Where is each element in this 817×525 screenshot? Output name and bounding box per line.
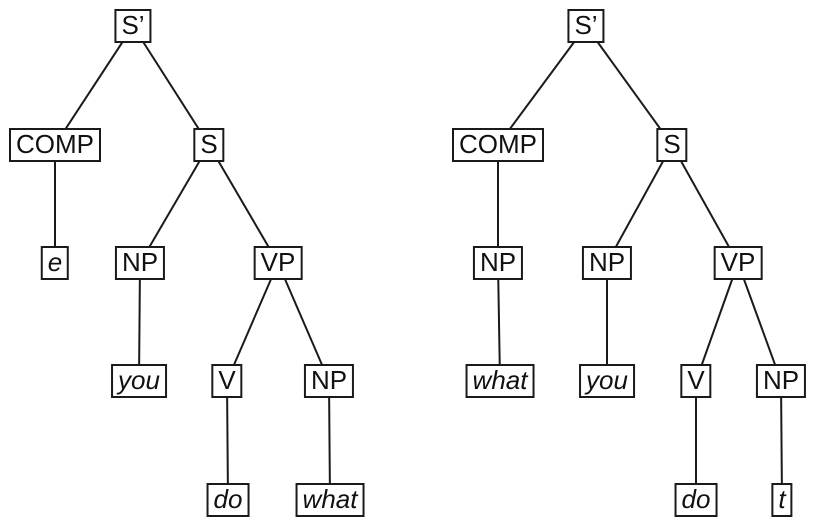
syntax-tree-right-edges [497,25,783,501]
syntax-tree-right-node-np2: NP [755,364,807,398]
syntax-tree-right-edge-s-np1 [606,144,673,264]
syntax-tree-right-node-np0: NP [472,246,524,280]
syntax-tree-right-edge-vp-v [695,262,739,382]
syntax-tree-right-node-t: t [771,483,793,517]
syntax-tree-left-edge-s-vp [208,144,279,264]
syntax-tree-left-node-e: e [40,246,70,280]
syntax-tree-left-node-you: you [111,364,167,398]
syntax-tree-left-edge-vp-np2 [277,262,330,382]
syntax-tree-right-edge-vp-np2 [737,262,782,382]
syntax-tree-left-node-s: S [193,128,225,162]
syntax-tree-left-node-what: what [295,483,365,517]
syntax-tree-right-edge-sbar-comp [497,25,587,146]
syntax-tree-left-edge-vp-v [226,262,279,382]
syntax-tree-left-edge-v-do [226,380,229,501]
syntax-tree-right-node-what: what [465,364,535,398]
syntax-tree-left-edge-np1-you [138,262,141,382]
syntax-tree-right-edge-sbar-s [585,25,673,146]
syntax-tree-right-node-you: you [579,364,635,398]
syntax-tree-right-node-sbar: S’ [567,9,605,43]
syntax-tree-right-node-np1: NP [581,246,633,280]
syntax-tree-left-node-np1: NP [114,246,166,280]
syntax-tree-right-edge-s-vp [671,144,739,264]
syntax-tree-left-edges [54,25,331,501]
syntax-tree-right-edge-np2-t [780,380,783,501]
syntax-tree-left-edge-s-np1 [139,144,210,264]
syntax-tree-left-edge-sbar-comp [54,25,134,146]
syntax-tree-left-node-do: do [206,483,250,517]
syntax-tree-right-node-do: do [674,483,718,517]
syntax-tree-left-node-comp: COMP [9,128,101,162]
syntax-tree-left-node-np2: NP [303,364,355,398]
syntax-tree-right-node-vp: VP [713,246,763,280]
syntax-tree-left-edge-sbar-s [132,25,210,146]
syntax-tree-left-node-v: V [211,364,243,398]
syntax-tree-right-node-s: S [656,128,688,162]
syntax-tree-right-node-v: V [680,364,712,398]
syntax-tree-left-edge-np2-what [328,380,331,501]
syntax-tree-left-node-vp: VP [253,246,303,280]
syntax-tree-left-node-sbar: S’ [114,9,152,43]
syntax-tree-right-node-comp: COMP [452,128,544,162]
syntax-tree-right-edge-np0-what [497,262,501,382]
